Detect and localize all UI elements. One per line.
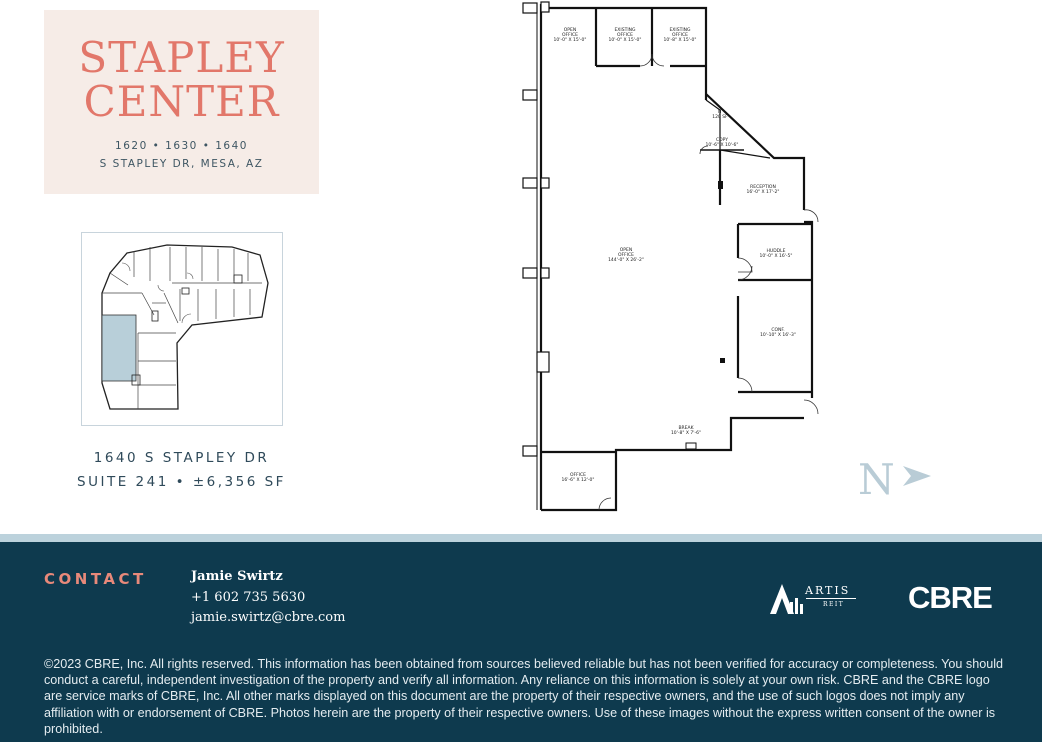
svg-text:120 SF: 120 SF	[712, 114, 728, 120]
artis-logo-sub: REIT	[823, 601, 845, 608]
suite-address: 1640 S STAPLEY DR	[93, 450, 270, 466]
building-numbers: 1620 • 1630 • 1640	[115, 140, 248, 152]
svg-text:OPEN: OPEN	[620, 247, 632, 253]
property-title-line2: CENTER	[83, 77, 280, 126]
svg-text:EXISTING: EXISTING	[614, 27, 636, 33]
artis-logo-icon	[770, 584, 803, 614]
property-street: S STAPLEY DR, MESA, AZ	[99, 158, 264, 170]
svg-text:16'-0" X 17'-2": 16'-0" X 17'-2"	[747, 189, 780, 195]
highlighted-suite	[101, 314, 137, 382]
legal-disclaimer: ©2023 CBRE, Inc. All rights reserved. Th…	[44, 657, 1004, 736]
key-plan-drawing	[101, 244, 269, 410]
footer-divider	[0, 534, 1042, 542]
svg-text:EXISTING: EXISTING	[669, 27, 691, 33]
svg-text:10'-6" X 10'-6": 10'-6" X 10'-6"	[706, 142, 739, 148]
svg-text:10'-0" X 15'-0": 10'-0" X 15'-0"	[609, 37, 642, 43]
arrow-icon	[903, 466, 931, 486]
svg-text:10'-8" X 7'-6": 10'-8" X 7'-6"	[671, 430, 701, 436]
artis-reit-logo	[768, 580, 860, 618]
svg-text:144'-0" X 26'-2": 144'-0" X 26'-2"	[608, 257, 644, 263]
svg-text:IT: IT	[718, 109, 722, 115]
room-label: OPEN	[564, 27, 576, 33]
svg-text:OFFICE: OFFICE	[618, 252, 634, 258]
north-arrow-icon: N	[858, 455, 931, 502]
svg-text:16'-6" X 12'-0": 16'-6" X 12'-0"	[562, 477, 595, 483]
svg-text:10'-8" X 15'-0": 10'-8" X 15'-0"	[664, 37, 697, 43]
svg-text:BREAK: BREAK	[678, 425, 694, 431]
cbre-logo: CBRE	[908, 580, 993, 615]
suite-size: SUITE 241 • ±6,356 SF	[77, 474, 286, 490]
contact-email[interactable]: jamie.swirtz@cbre.com	[191, 610, 346, 625]
contact-phone[interactable]: +1 602 735 5630	[191, 590, 306, 605]
svg-text:10'-0" X 16'-5": 10'-0" X 16'-5"	[760, 253, 793, 259]
title-box: STAPLEY CENTER 1620 • 1630 • 1640 S STAP…	[44, 10, 319, 194]
svg-text:HUDDLE: HUDDLE	[767, 248, 786, 254]
floor-plan: OPEN OFFICE 10'-0" X 15'-0" EXISTING OFF…	[522, 1, 819, 512]
svg-text:10'-0" X 15'-0": 10'-0" X 15'-0"	[554, 37, 587, 43]
svg-text:RECEPTION: RECEPTION	[750, 184, 776, 190]
contact-heading: CONTACT	[44, 570, 147, 588]
svg-text:CONF.: CONF.	[771, 327, 784, 333]
artis-logo-rule	[806, 598, 856, 599]
svg-text:COPY: COPY	[716, 137, 728, 143]
artis-logo-name: ARTIS	[805, 584, 851, 597]
property-title-line1: STAPLEY	[78, 33, 285, 82]
svg-text:OFFICE: OFFICE	[617, 32, 633, 38]
svg-text:OFFICE: OFFICE	[672, 32, 688, 38]
footer: CONTACT Jamie Swirtz +1 602 735 5630 jam…	[0, 542, 1042, 742]
north-label: N	[858, 455, 895, 502]
svg-text:OFFICE: OFFICE	[570, 472, 586, 478]
key-plan	[81, 232, 283, 426]
svg-text:OFFICE: OFFICE	[562, 32, 578, 38]
contact-name: Jamie Swirtz	[191, 569, 283, 584]
svg-text:10'-10" X 16'-3": 10'-10" X 16'-3"	[760, 332, 796, 338]
